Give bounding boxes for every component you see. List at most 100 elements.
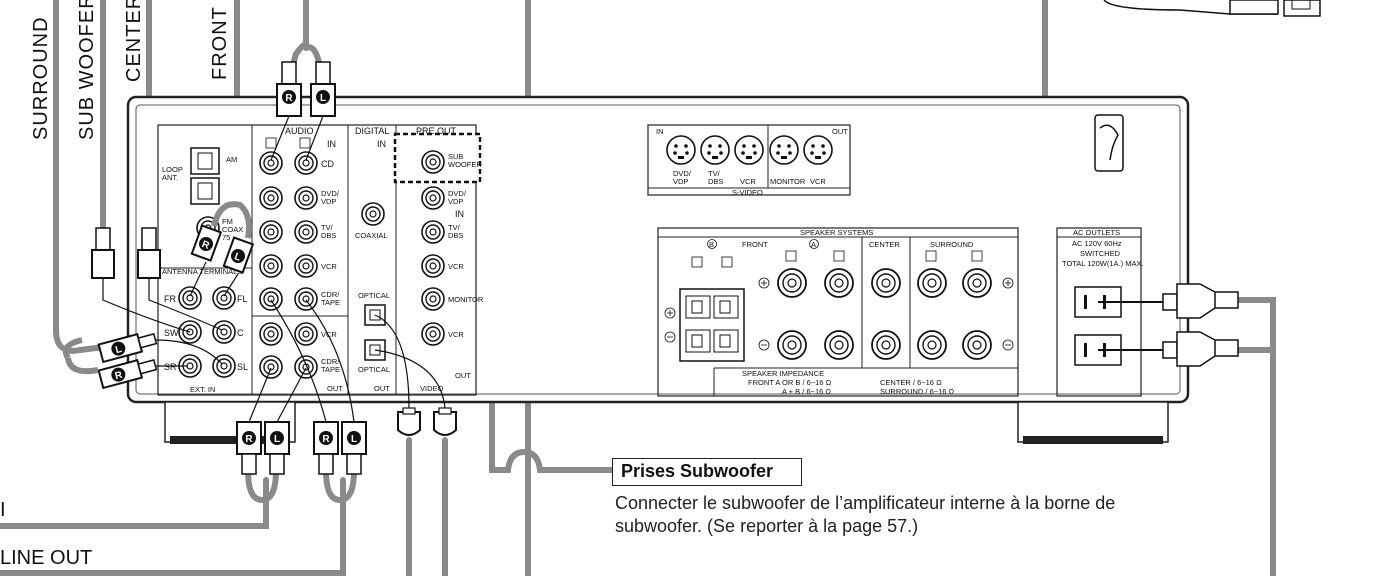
svideo-tv-label: TV/DBS xyxy=(708,169,723,186)
speaker-center-label: CENTER xyxy=(869,240,900,249)
optical-plug-2 xyxy=(433,407,457,436)
svg-text:L: L xyxy=(274,434,280,445)
ac-line2: SWITCHED xyxy=(1080,249,1121,258)
video-vcr-out-label: VCR xyxy=(448,330,464,339)
front-a-l-neg-terminal[interactable] xyxy=(824,330,854,360)
svg-text:R: R xyxy=(285,93,293,104)
impedance-front-1: FRONT A OR B / 6~16 Ω xyxy=(748,378,832,387)
center-neg-terminal[interactable] xyxy=(871,330,901,360)
video-in-label: IN xyxy=(455,209,464,219)
front-a-r-pos-terminal[interactable] xyxy=(777,268,807,298)
audio-dvd-r-jack[interactable] xyxy=(259,186,283,210)
video-dvd-jack[interactable] xyxy=(421,186,445,210)
impedance-front-2: A + B / 6~16 Ω xyxy=(782,387,831,396)
audio-tv-r-jack[interactable] xyxy=(259,220,283,244)
video-dvd-label: DVD/VDP xyxy=(448,189,467,206)
surround-plug-l: L xyxy=(97,332,158,364)
audio-cd-r-jack[interactable] xyxy=(259,151,283,175)
svideo-dvd-jack[interactable] xyxy=(666,135,696,165)
line-out-label: LINE OUT xyxy=(0,547,92,569)
svideo-monitor-label: MONITOR xyxy=(770,177,806,186)
line-in-plug-l: L xyxy=(341,421,367,475)
am-terminal-2[interactable] xyxy=(190,177,220,205)
svg-text:R: R xyxy=(245,434,253,445)
impedance-center: CENTER / 6~16 Ω xyxy=(880,378,942,387)
audio-vcr-out-l-jack[interactable] xyxy=(294,322,318,346)
svideo-vcr-jack[interactable] xyxy=(734,135,764,165)
audio-cd-l-jack[interactable] xyxy=(294,151,318,175)
cable-label-subwoofer: SUB WOOFER xyxy=(76,0,98,140)
front-rca-plug-l: L xyxy=(310,61,336,117)
ext-in-fl-jack[interactable] xyxy=(212,286,236,310)
surround-l-neg-terminal[interactable] xyxy=(962,330,992,360)
callout-title: Prises Subwoofer xyxy=(612,458,802,486)
svg-text:L: L xyxy=(320,93,326,104)
svideo-vcr-out-jack[interactable] xyxy=(803,135,833,165)
ext-in-fr-jack[interactable] xyxy=(178,286,202,310)
audio-vcr-out-label: VCR xyxy=(321,330,337,339)
line-in-label-fragment: I xyxy=(0,499,6,521)
ac-outlets-title: AC OUTLETS xyxy=(1073,228,1120,237)
audio-cdr-out-l-jack[interactable] xyxy=(294,355,318,379)
center-pos-terminal[interactable] xyxy=(871,268,901,298)
video-monitor-jack[interactable] xyxy=(421,287,445,311)
ac-line1: AC 120V 60Hz xyxy=(1072,239,1122,248)
audio-cdr-out-r-jack[interactable] xyxy=(259,355,283,379)
front-a-r-neg-terminal[interactable] xyxy=(777,330,807,360)
am-label: AM xyxy=(226,155,237,164)
line-in-plug-r: R xyxy=(313,421,339,475)
svideo-tv-jack[interactable] xyxy=(700,135,730,165)
callout-body: Connecter le subwoofer de l’amplificateu… xyxy=(615,493,1116,536)
video-title: VIDEO xyxy=(420,384,444,393)
surround-r-pos-terminal[interactable] xyxy=(917,268,947,298)
audio-cd-label: CD xyxy=(321,159,334,169)
video-monitor-label: MONITOR xyxy=(448,295,484,304)
audio-vcr-l-jack[interactable] xyxy=(294,254,318,278)
audio-dvd-l-jack[interactable] xyxy=(294,186,318,210)
cable-label-surround: SURROUND xyxy=(30,16,52,140)
svideo-monitor-jack[interactable] xyxy=(769,135,799,165)
video-vcr-out-jack[interactable] xyxy=(421,322,445,346)
subwoofer-highlight xyxy=(393,132,482,184)
fm-plug-l: L xyxy=(222,236,255,274)
audio-tv-l-jack[interactable] xyxy=(294,220,318,244)
surround-l-pos-terminal[interactable] xyxy=(962,268,992,298)
audio-tv-label: TV/DBS xyxy=(321,223,336,240)
ext-in-c-label: C xyxy=(237,328,244,338)
video-vcr-jack[interactable] xyxy=(421,254,445,278)
svideo-vcr-out-label: VCR xyxy=(810,177,826,186)
audio-dvd-label: DVD/VDP xyxy=(321,189,340,206)
video-tv-jack[interactable] xyxy=(421,220,445,244)
svideo-title: S-VIDEO xyxy=(732,188,763,197)
ext-in-sr-label: SR xyxy=(164,362,177,372)
video-out-label: OUT xyxy=(455,371,471,380)
center-plug xyxy=(137,227,161,279)
speaker-front-label: FRONT xyxy=(742,240,768,249)
audio-cdr-label: CDR/TAPE xyxy=(321,290,340,307)
digital-title: DIGITAL xyxy=(355,126,389,136)
audio-cdr-r-jack[interactable] xyxy=(259,287,283,311)
audio-vcr-out-r-jack[interactable] xyxy=(259,322,283,346)
am-terminal-1[interactable] xyxy=(190,147,220,175)
ac-line3: TOTAL 120W(1A.) MAX. xyxy=(1062,259,1144,268)
optical2-label: OPTICAL xyxy=(358,365,390,374)
front-rca-plug-r: R xyxy=(276,61,302,117)
svideo-out-label: OUT xyxy=(832,127,848,136)
video-vcr-label: VCR xyxy=(448,262,464,271)
speaker-surround-label: SURROUND xyxy=(930,240,974,249)
coaxial-jack[interactable] xyxy=(361,202,385,226)
subwoofer-preout-jack[interactable] xyxy=(421,150,445,174)
cable-label-front: FRONT xyxy=(209,6,231,80)
svg-text:L: L xyxy=(351,434,357,445)
speaker-b-label: B xyxy=(709,240,714,249)
ext-in-c-jack[interactable] xyxy=(212,320,236,344)
audio-cdr-l-jack[interactable] xyxy=(294,287,318,311)
line-out-plug-l: L xyxy=(264,421,290,475)
svg-text:R: R xyxy=(200,239,211,252)
front-a-l-pos-terminal[interactable] xyxy=(824,268,854,298)
surround-r-neg-terminal[interactable] xyxy=(917,330,947,360)
digital-out-label: OUT xyxy=(374,384,390,393)
surround-plug-r: R xyxy=(97,358,158,390)
audio-vcr-r-jack[interactable] xyxy=(259,254,283,278)
